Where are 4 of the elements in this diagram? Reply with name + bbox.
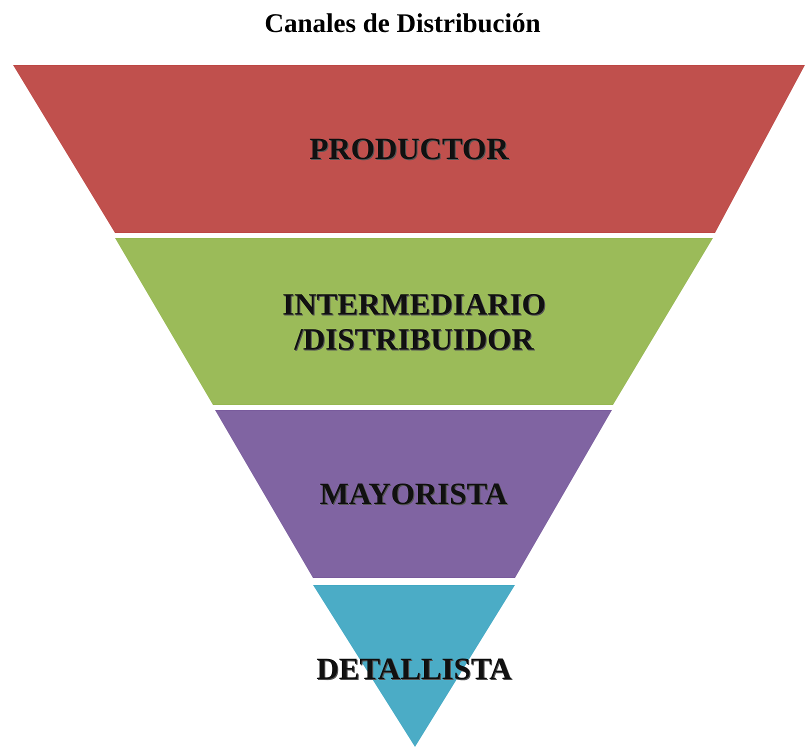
band-label: MAYORISTA <box>318 476 508 512</box>
band-label: INTERMEDIARIO /DISTRIBUIDOR <box>281 286 547 358</box>
diagram-title: Canales de Distribución <box>264 8 541 39</box>
band-label: PRODUCTOR <box>308 131 510 167</box>
